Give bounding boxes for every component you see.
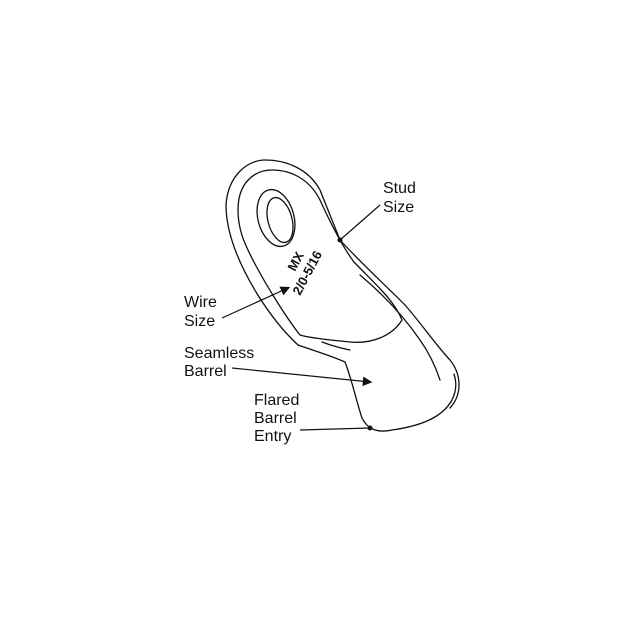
flared-entry-leader [299,427,371,431]
seamless-barrel-leader [231,367,373,387]
label-flared: Flared [254,392,299,409]
wire-size-leader [221,286,291,319]
label-flared-entry: Entry [254,428,291,445]
stud-size-leader [339,204,381,241]
label-flared-barrel: Barrel [254,410,297,427]
leaders [221,204,381,431]
barrel-step [321,341,351,351]
label-stud: Stud [383,180,416,197]
barrel-crease [359,274,441,381]
label-seamless: Seamless [184,345,254,362]
flared-entry-dot [367,425,373,431]
barrel-contour [297,344,457,432]
label-wire: Wire [184,294,217,311]
label-stud-size: Size [383,199,414,216]
lug-tongue-side [225,204,299,346]
stud-hole-inner [266,196,294,244]
lug-tongue-back-edge [225,159,341,241]
lug-stamp: MX 2/0-5/16 [284,248,325,297]
barrel-top-edge [339,239,460,409]
label-seamless-barrel: Barrel [184,363,227,380]
stud-size-dot [337,237,343,243]
terminal-lug [225,159,460,432]
stud-hole [256,188,296,248]
callout-labels: Stud Size Wire Size Seamless Barrel Flar… [184,180,416,445]
label-wire-size: Size [184,313,215,330]
lug-tongue-face [237,169,403,343]
